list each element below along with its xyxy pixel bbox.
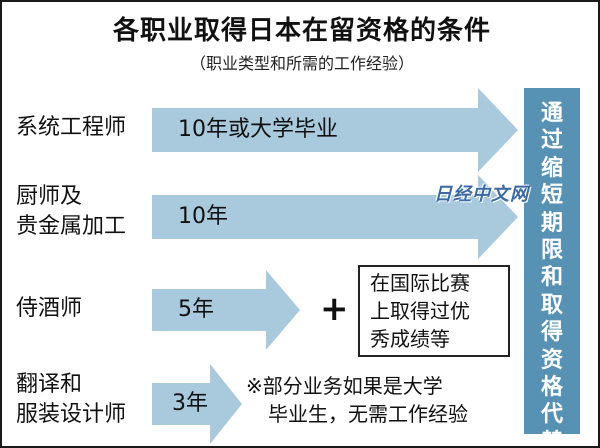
page-title: 各职业取得日本在留资格的条件 [112,16,491,46]
side-bar-char: 短 [540,183,563,209]
experience-chef: 10年 [178,204,228,229]
side-bar-char: 期 [540,210,563,236]
arrow-system-engineer [152,88,518,172]
condition-line: 秀成绩等 [370,327,450,351]
arrow-sommelier [152,270,300,350]
experience-system-engineer: 10年或大学毕业 [178,117,338,142]
side-bar-char: 取 [540,292,563,318]
experience-sommelier: 5年 [178,297,214,322]
condition-line: 在国际比赛 [370,271,470,295]
side-bar-char: 过 [540,128,563,154]
plus-sign: + [320,289,349,329]
side-bar-char: 和 [540,265,563,291]
arrow-shape [152,364,242,444]
note-line: ※部分业务如果是大学 [246,374,443,398]
condition-line: 上取得过优 [370,299,470,323]
arrow-translator [152,364,242,444]
arrow-shape [152,88,518,172]
side-bar-char: 通 [540,101,563,126]
row-label-system-engineer: 系统工程师 [16,115,127,140]
side-bar-char: 缩 [540,155,563,181]
row-label-translator-line2: 服装设计师 [16,402,127,427]
row-label-chef-line2: 贵金属加工 [16,214,127,239]
arrow-chef [152,175,518,259]
side-bar-char: 格 [540,375,563,401]
side-bar-text: 通 过 缩 短 期 限 和 取 得 资 格 代 替 [524,100,580,448]
side-bar-char: 限 [540,238,563,264]
watermark-logo: 日经中文网 [434,184,529,205]
condition-box: 在国际比赛 上取得过优 秀成绩等 [358,265,510,357]
experience-translator: 3年 [172,391,208,416]
arrow-shape [152,270,300,350]
side-bar-char: 代 [540,402,563,428]
page-subtitle: （职业类型和所需的工作经验） [189,54,414,73]
row-label-translator-line1: 翻译和 [16,372,83,397]
note-text: ※部分业务如果是大学 毕业生，无需工作经验 [246,372,526,428]
row-label-sommelier: 侍酒师 [16,296,83,321]
row-label-chef-line1: 厨师及 [16,184,83,209]
side-bar-char: 得 [540,320,563,346]
side-bar-char: 替 [540,429,563,448]
side-bar [524,88,580,434]
side-bar-char: 资 [540,347,563,373]
note-line: 毕业生，无需工作经验 [268,402,468,426]
arrow-shape [152,175,518,259]
